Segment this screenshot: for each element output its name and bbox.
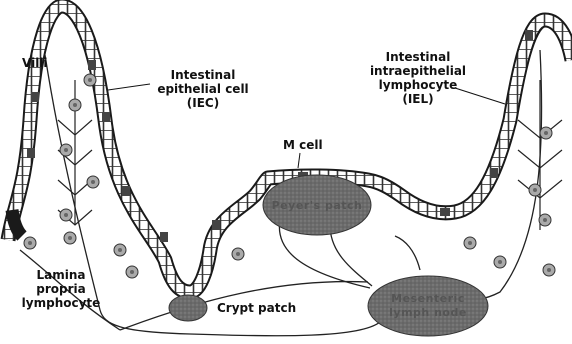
crypt-patch bbox=[169, 295, 207, 321]
villi-label: Villi bbox=[22, 56, 48, 70]
mesenteric-label-line1: Mesenteric bbox=[391, 292, 465, 305]
lamina-label-line3: lymphocyte bbox=[20, 296, 102, 310]
peyers-patch-label: Peyer's patch bbox=[272, 199, 363, 212]
lamina-propria-label: Lamina propria lymphocyte bbox=[20, 268, 102, 310]
iec-label-line2: epithelial cell bbox=[148, 82, 258, 96]
iel-label-line4: (IEL) bbox=[366, 92, 470, 106]
iel-label-line1: Intestinal bbox=[366, 50, 470, 64]
crypt-patch-label: Crypt patch bbox=[217, 301, 296, 315]
lamina-label-line2: propria bbox=[20, 282, 102, 296]
iec-label-line3: (IEC) bbox=[148, 96, 258, 110]
iel-label-line2: intraepithelial bbox=[366, 64, 470, 78]
iel-label: Intestinal intraepithelial lymphocyte (I… bbox=[366, 50, 470, 106]
mesenteric-label-line2: lymph node bbox=[389, 306, 467, 319]
iec-label-line1: Intestinal bbox=[148, 68, 258, 82]
iel-label-line3: lymphocyte bbox=[366, 78, 470, 92]
iec-label: Intestinal epithelial cell (IEC) bbox=[148, 68, 258, 110]
lamina-label-line1: Lamina bbox=[20, 268, 102, 282]
m-cell-label: M cell bbox=[283, 138, 323, 152]
